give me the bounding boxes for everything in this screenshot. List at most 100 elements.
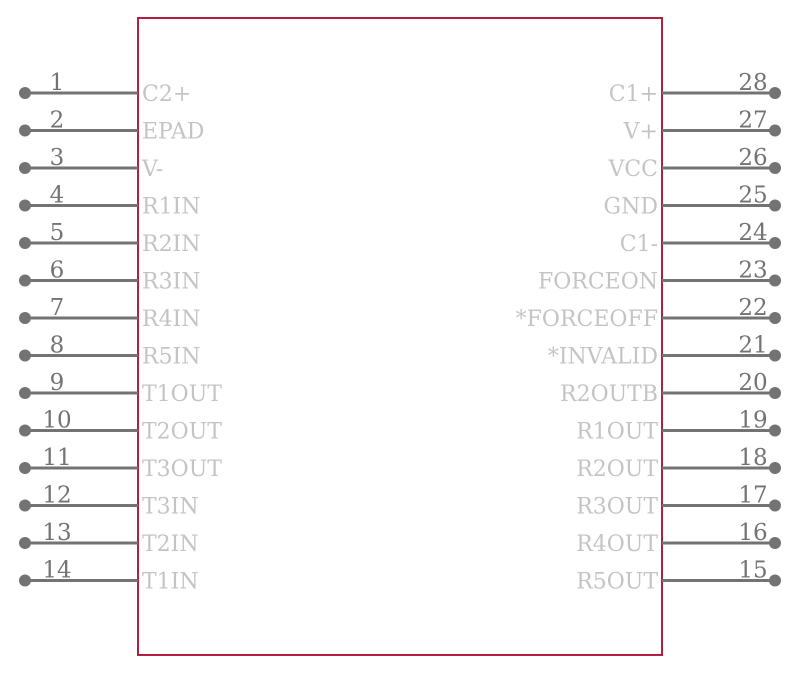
pin-terminal — [19, 462, 31, 474]
pin-number: 27 — [738, 108, 767, 134]
pin-name: GND — [604, 195, 658, 220]
pin-4: 4 R1IN — [19, 183, 201, 220]
pin-15: 15 R5OUT — [576, 558, 781, 595]
pin-26: 26 VCC — [607, 145, 781, 182]
pin-number: 12 — [42, 483, 71, 509]
pin-10: 10 T2OUT — [19, 408, 222, 445]
pin-number: 2 — [50, 108, 65, 134]
pin-name: FORCEON — [538, 270, 658, 295]
pin-name: *INVALID — [548, 345, 658, 370]
pin-12: 12 T3IN — [19, 483, 199, 520]
pin-3: 3 V- — [19, 145, 163, 182]
pin-21: 21 *INVALID — [548, 333, 781, 370]
pin-14: 14 T1IN — [19, 558, 199, 595]
pin-terminal — [19, 537, 31, 549]
pin-name: V- — [141, 157, 163, 182]
pin-name: R2IN — [142, 232, 201, 257]
pin-name: VCC — [607, 157, 658, 182]
pin-name: C1+ — [609, 82, 658, 107]
pin-terminal — [19, 424, 31, 437]
ic-body-outline — [137, 17, 663, 656]
pin-number: 5 — [50, 220, 65, 246]
pin-terminal — [769, 124, 781, 137]
pin-name: R1IN — [142, 195, 201, 220]
pin-number: 17 — [738, 483, 767, 509]
pin-19: 19 R1OUT — [576, 408, 781, 445]
pin-6: 6 R3IN — [19, 258, 201, 295]
pin-number: 8 — [50, 333, 65, 359]
pin-9: 9 T1OUT — [19, 370, 222, 407]
pin-number: 6 — [50, 258, 65, 284]
pin-name: T2IN — [142, 532, 199, 557]
pin-name: T1IN — [142, 570, 199, 595]
pin-terminal — [19, 499, 31, 512]
pin-terminal — [769, 574, 781, 587]
pin-number: 28 — [738, 70, 767, 96]
pin-terminal — [19, 312, 31, 324]
pin-name: R5IN — [142, 345, 201, 370]
pin-terminal — [769, 199, 781, 212]
pin-number: 14 — [42, 558, 71, 584]
pin-number: 1 — [50, 70, 65, 96]
pin-27: 27V+ — [623, 108, 781, 145]
pin-terminal — [769, 462, 781, 474]
pin-number: 13 — [42, 520, 71, 546]
pin-terminal — [769, 349, 781, 362]
pin-number: 19 — [738, 408, 767, 434]
pin-name: R4OUT — [576, 532, 658, 557]
pin-23: 23 FORCEON — [538, 258, 781, 295]
pin-name: R3IN — [142, 270, 201, 295]
pin-number: 3 — [50, 145, 65, 171]
pin-terminal — [769, 387, 781, 399]
pin-28: 28 C1+ — [609, 70, 781, 107]
pin-name: C2+ — [142, 82, 191, 107]
pin-18: 18 R2OUT — [576, 445, 781, 482]
pin-terminal — [19, 199, 31, 212]
pin-name: T1OUT — [142, 382, 222, 407]
pin-22: 22 *FORCEOFF — [516, 295, 781, 332]
pin-name: T3OUT — [142, 457, 222, 482]
pin-number: 26 — [738, 145, 767, 171]
pin-number: 15 — [738, 558, 767, 584]
pin-name: *FORCEOFF — [516, 307, 658, 332]
pin-terminal — [769, 537, 781, 549]
pin-name: EPAD — [142, 120, 204, 145]
pin-name: R5OUT — [576, 570, 658, 595]
pin-terminal — [769, 237, 781, 249]
pin-number: 21 — [738, 333, 767, 359]
pin-number: 22 — [738, 295, 767, 321]
pin-number: 24 — [738, 220, 767, 246]
pin-terminal — [19, 349, 31, 362]
pin-number: 11 — [42, 445, 71, 471]
pin-name: R2OUT — [576, 457, 658, 482]
pin-5: 5 R2IN — [19, 220, 201, 257]
pin-number: 10 — [42, 408, 71, 434]
pin-name: T2OUT — [142, 420, 222, 445]
pin-number: 18 — [738, 445, 767, 471]
pin-number: 9 — [50, 370, 65, 396]
pin-terminal — [19, 387, 31, 399]
pin-terminal — [19, 124, 31, 137]
pin-2: 2 EPAD — [19, 108, 204, 145]
pin-terminal — [769, 162, 781, 174]
pin-number: 4 — [50, 183, 65, 209]
pin-terminal — [19, 274, 31, 287]
pin-terminal — [19, 87, 31, 99]
pin-terminal — [769, 312, 781, 324]
pin-name: R1OUT — [576, 420, 658, 445]
pin-terminal — [769, 499, 781, 512]
pin-number: 23 — [738, 258, 767, 284]
pin-terminal — [769, 87, 781, 99]
pin-name: T3IN — [142, 495, 199, 520]
pin-name: R4IN — [142, 307, 201, 332]
pin-terminal — [19, 574, 31, 587]
